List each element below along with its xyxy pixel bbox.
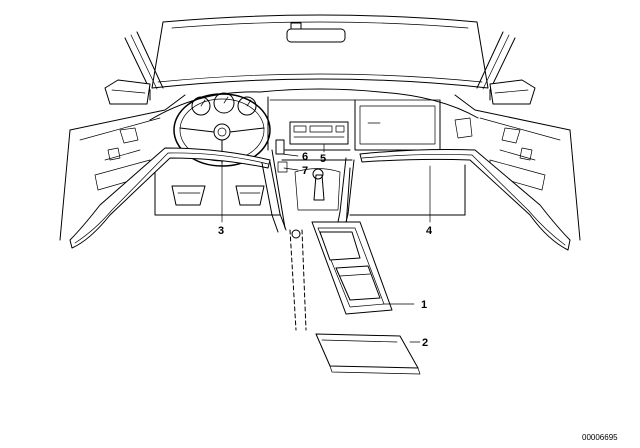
leader-7 [283,167,299,171]
callout-5: 5 [320,153,326,165]
switch-7 [277,161,288,173]
gauge-right [237,96,257,116]
console-tray [319,231,361,261]
left-side-mirror [104,79,151,105]
trim-left-part-3 [69,147,287,249]
windshield [151,14,489,89]
callout-6: 6 [302,151,308,163]
side-mirrors [104,79,536,105]
pedal-right [235,185,265,206]
floor [154,164,466,216]
diagram-code: 00006695 [582,433,618,442]
trim-right-part-4 [335,149,571,251]
trim-panel-part-2 [315,333,421,375]
a-pillars [124,31,516,101]
pedal-left [171,185,206,206]
center-stack [271,121,353,229]
callout-3: 3 [218,225,224,237]
glovebox [359,105,436,145]
callout-1: 1 [421,299,427,311]
leader-6 [281,153,299,157]
radio-unit [289,121,349,145]
tunnel [289,229,307,331]
console-cupholder [335,265,381,301]
leader-lines [221,143,431,343]
gear-shift [313,174,325,201]
gauge-center [213,92,235,114]
gauge-left [191,96,211,116]
callout-7: 7 [302,165,308,177]
callout-4: 4 [426,225,433,237]
dashboard [149,88,479,151]
doors [59,94,581,241]
right-side-mirror [489,79,536,105]
switch-6 [275,139,285,155]
callout-2: 2 [422,337,428,349]
rear-console-part-1 [311,221,393,315]
rear-view-mirror [286,28,346,43]
